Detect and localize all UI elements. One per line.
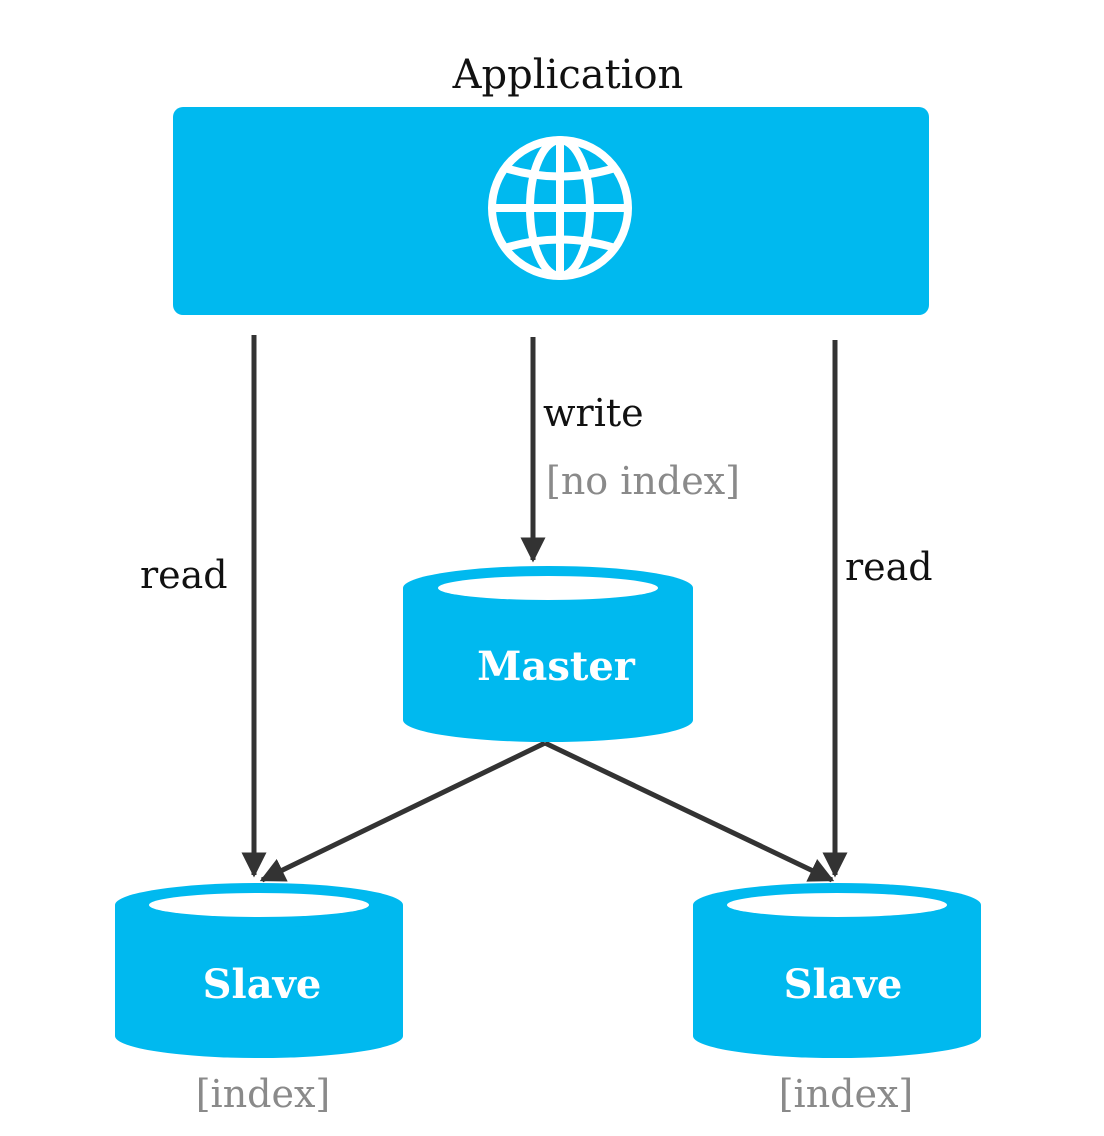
- slave-database-right: Slave: [693, 883, 981, 1058]
- slave-label-right: Slave: [784, 961, 903, 1008]
- slave-label-left: Slave: [203, 961, 322, 1008]
- write-label: write: [543, 391, 644, 435]
- master-database: Master: [403, 566, 693, 742]
- application-title: Application: [452, 52, 684, 98]
- read-label-right: read: [845, 545, 933, 589]
- index-note-right: [index]: [779, 1072, 914, 1116]
- replication-arrow-left: [259, 740, 547, 883]
- globe-icon: [488, 136, 632, 280]
- application-box: [173, 107, 929, 315]
- read-label-left: read: [140, 553, 228, 597]
- slave-database-left: Slave: [115, 883, 403, 1058]
- index-note-left: [index]: [196, 1072, 331, 1116]
- no-index-note: [no index]: [546, 459, 740, 503]
- master-label: Master: [477, 643, 636, 690]
- replication-arrow-right: [543, 740, 835, 883]
- arrows: [241, 335, 848, 883]
